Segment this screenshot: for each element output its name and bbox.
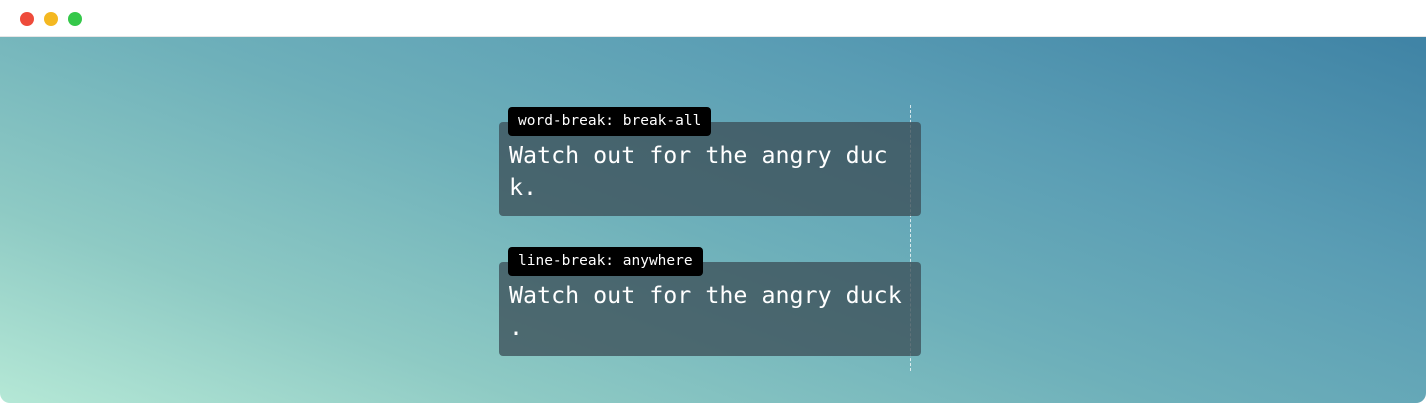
zoom-window-button[interactable] bbox=[68, 12, 82, 26]
line-break-line-2: . bbox=[509, 314, 524, 341]
line-break-demo-box: Watch out for the angry duck . bbox=[499, 262, 921, 356]
line-break-demo-text: Watch out for the angry duck . bbox=[509, 280, 921, 344]
word-break-demo-text: Watch out for the angry duc k. bbox=[509, 140, 921, 204]
word-break-line-1: Watch out for the angry duc bbox=[509, 142, 888, 169]
container-edge-guide bbox=[910, 105, 911, 371]
word-break-label: word-break: break-all bbox=[508, 107, 712, 136]
close-window-button[interactable] bbox=[20, 12, 34, 26]
word-break-demo-box: Watch out for the angry duc k. bbox=[499, 122, 921, 216]
line-break-line-1: Watch out for the angry duck bbox=[509, 282, 902, 309]
line-break-label: line-break: anywhere bbox=[508, 247, 703, 276]
demo-canvas: Watch out for the angry duc k. word-brea… bbox=[0, 37, 1426, 403]
word-break-line-2: k. bbox=[509, 174, 538, 201]
window-titlebar bbox=[0, 0, 1426, 37]
minimize-window-button[interactable] bbox=[44, 12, 58, 26]
